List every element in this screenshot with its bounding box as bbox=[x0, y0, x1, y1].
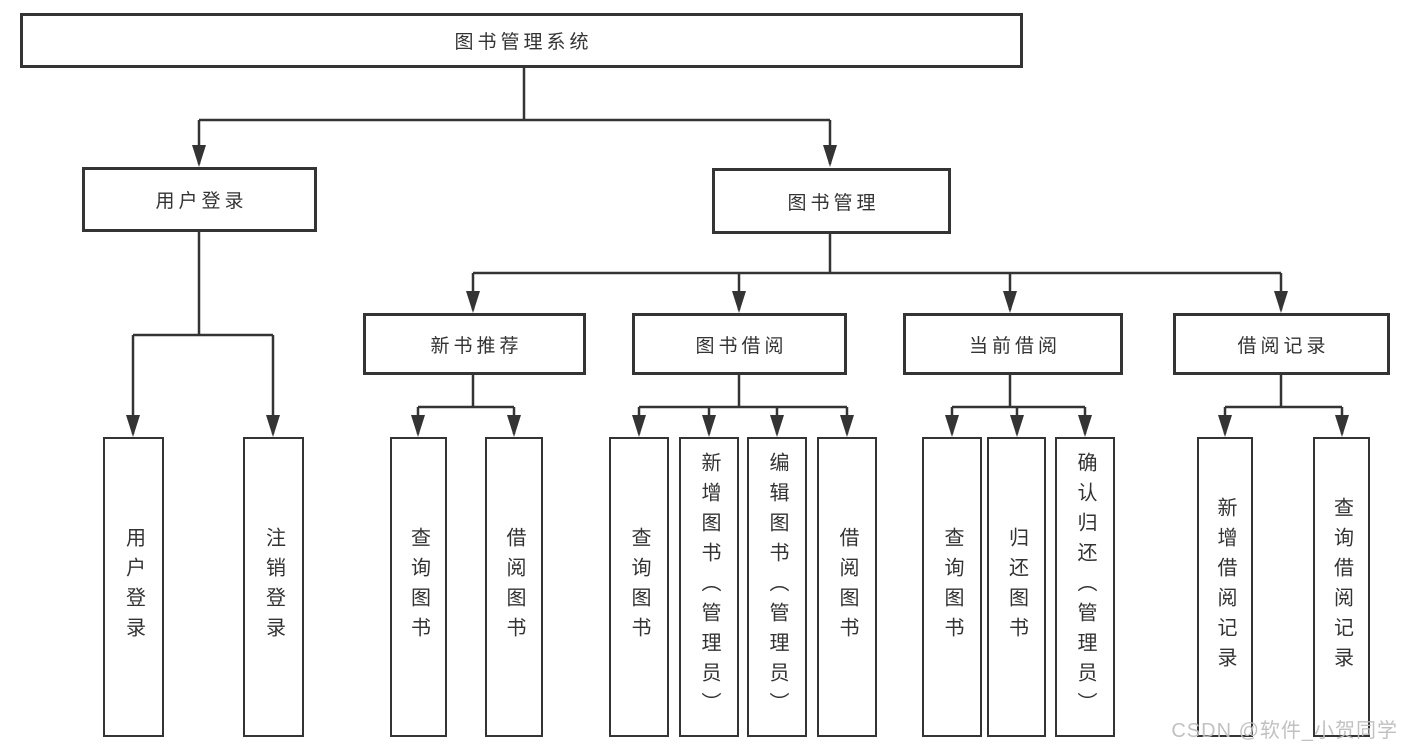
leaf-label: 注销登录 bbox=[262, 527, 285, 647]
leaf-borrow-books-borrowing: 借阅图书 bbox=[817, 437, 877, 737]
node-book-management-module: 图书管理 bbox=[712, 168, 951, 234]
leaf-query-borrow-record: 查询借阅记录 bbox=[1313, 437, 1370, 737]
leaf-label: 查询图书 bbox=[941, 527, 963, 647]
leaf-return-book: 归还图书 bbox=[987, 437, 1046, 737]
node-label: 借阅记录 bbox=[1237, 335, 1330, 357]
leaf-edit-book-admin: 编辑图书（管理员） bbox=[747, 437, 807, 737]
leaf-label: 用户登录 bbox=[122, 527, 145, 647]
leaf-confirm-return-admin: 确认归还（管理员） bbox=[1055, 437, 1115, 737]
node-borrow-records: 借阅记录 bbox=[1173, 313, 1390, 375]
leaf-add-book-admin: 新增图书（管理员） bbox=[679, 437, 739, 737]
leaf-label: 新增借阅记录 bbox=[1214, 497, 1236, 677]
leaf-query-books-borrowing: 查询图书 bbox=[609, 437, 669, 737]
node-label: 用户登录 bbox=[155, 191, 248, 212]
leaf-label: 确认归还（管理员） bbox=[1074, 452, 1096, 722]
csdn-watermark: CSDN @软件_小贺同学 bbox=[1171, 720, 1398, 742]
leaf-label: 借阅图书 bbox=[836, 527, 858, 647]
node-book-borrowing: 图书借阅 bbox=[632, 313, 847, 375]
leaf-query-books-current: 查询图书 bbox=[922, 437, 982, 737]
leaf-logout: 注销登录 bbox=[243, 437, 304, 737]
leaf-label: 借阅图书 bbox=[503, 527, 525, 647]
node-label: 图书管理 bbox=[787, 192, 880, 214]
leaf-user-login: 用户登录 bbox=[103, 437, 164, 737]
node-label: 图书借阅 bbox=[695, 335, 788, 357]
leaf-label: 新增图书（管理员） bbox=[698, 452, 720, 722]
leaf-label: 查询借阅记录 bbox=[1330, 497, 1353, 677]
node-label: 当前借阅 bbox=[968, 335, 1061, 357]
node-root-label: 图书管理系统 bbox=[454, 32, 593, 53]
leaf-label: 归还图书 bbox=[1005, 527, 1028, 647]
node-user-login-module: 用户登录 bbox=[82, 167, 317, 232]
leaf-borrow-books-recommend: 借阅图书 bbox=[485, 437, 543, 737]
node-label: 新书推荐 bbox=[430, 335, 523, 357]
leaf-label: 编辑图书（管理员） bbox=[766, 452, 788, 722]
leaf-label: 查询图书 bbox=[628, 527, 650, 647]
leaf-query-books-recommend: 查询图书 bbox=[390, 437, 447, 737]
leaf-add-borrow-record: 新增借阅记录 bbox=[1197, 437, 1253, 737]
leaf-label: 查询图书 bbox=[407, 527, 430, 647]
node-root: 图书管理系统 bbox=[20, 13, 1023, 68]
node-new-book-recommend: 新书推荐 bbox=[363, 313, 586, 375]
node-current-borrowing: 当前借阅 bbox=[903, 313, 1123, 375]
